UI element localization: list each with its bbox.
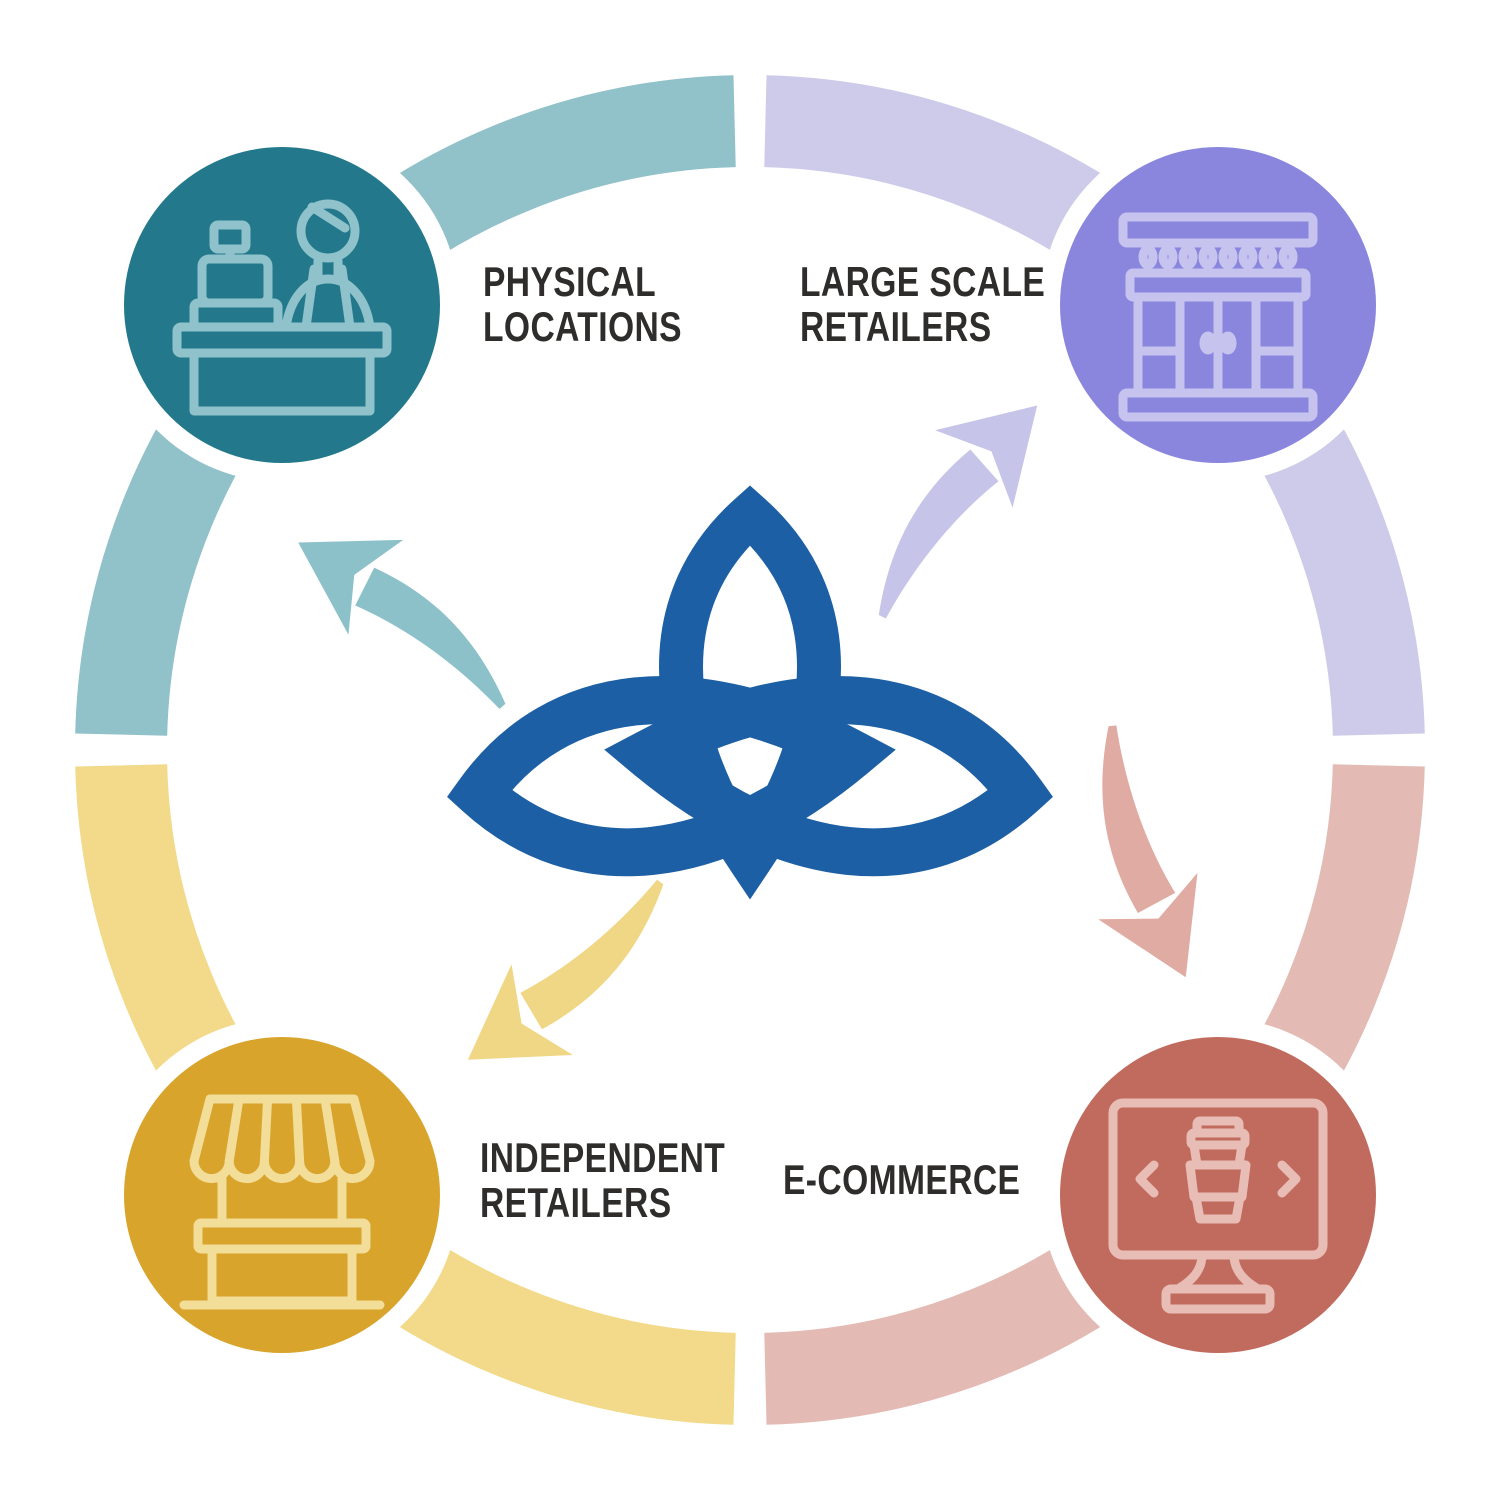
chevron-right-icon bbox=[1277, 1160, 1301, 1198]
ecommerce-monitor-icon bbox=[1108, 1098, 1328, 1314]
logo-petal-top bbox=[659, 485, 841, 900]
label-physical-locations: PHYSICAL LOCATIONS bbox=[483, 258, 682, 350]
logo-petal-left bbox=[447, 676, 896, 877]
label-e-commerce: E-COMMERCE bbox=[783, 1156, 1021, 1203]
logo-petal-right bbox=[604, 676, 1053, 877]
storefront-icon bbox=[1118, 212, 1318, 422]
arrow-to-large-scale-retailers bbox=[878, 405, 1038, 619]
arrow-to-physical-locations bbox=[298, 539, 506, 710]
flow-arrows bbox=[298, 405, 1198, 1060]
market-stall-icon bbox=[179, 1094, 385, 1310]
label-large-scale-retailers: LARGE SCALE RETAILERS bbox=[800, 258, 1046, 350]
chevron-left-icon bbox=[1135, 1160, 1159, 1198]
trefoil-leaf-logo bbox=[447, 485, 1053, 900]
label-independent-retailers: INDEPENDENT RETAILERS bbox=[480, 1134, 726, 1226]
arrow-to-independent-retailers bbox=[467, 879, 664, 1060]
arrow-to-e-commerce bbox=[1098, 725, 1198, 978]
cashier-counter-icon bbox=[172, 199, 392, 416]
